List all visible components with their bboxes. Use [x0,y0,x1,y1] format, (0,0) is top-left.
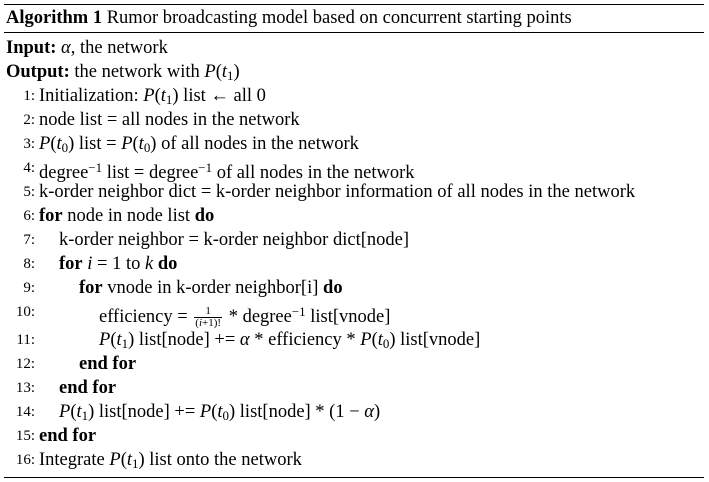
step-number: 15: [15,428,35,444]
algorithm-box: Algorithm 1 Rumor broadcasting model bas… [4,1,704,479]
step-number: 10: [15,304,35,320]
output-text: the network with P(t1) [74,62,240,84]
bottom-rule [4,477,704,478]
keyword-do: do [194,206,215,226]
loop-clause: node in node list [67,206,191,226]
loop-clause: vnode in k-order neighbor[i] [107,278,319,298]
step-number: 11: [16,332,35,348]
step-text: for i = 1 to k do [59,252,177,276]
step-text: k-order neighbor = k-order neighbor dict… [59,230,409,250]
step-number: 16: [15,452,35,468]
input-label: Input: [6,38,57,58]
loop-clause: i = 1 to k [87,254,154,274]
step-text: for vnode in k-order neighbor[i] do [79,276,343,300]
step-text: P(t1) list[node] += α * efficiency * P(t… [99,330,481,352]
algorithm-title: Algorithm 1 Rumor broadcasting model bas… [6,6,572,30]
output-label: Output: [6,62,70,82]
algorithm-label: Algorithm 1 [6,8,103,28]
keyword-end-for: end for [39,426,97,446]
step-text: efficiency = 1(i+1)! * degree−1 list[vno… [99,304,391,330]
step-text: P(t0) list = P(t0) of all nodes in the n… [39,134,359,156]
step-number: 13: [15,380,35,396]
step-text: Integrate P(t1) list onto the network [39,450,302,472]
step-text: P(t1) list[node] += P(t0) list[node] * (… [59,402,381,424]
step-number: 5: [23,184,35,200]
step-text: node list = all nodes in the network [39,110,300,130]
step-number: 4: [23,160,35,176]
algorithm-caption: Rumor broadcasting model based on concur… [106,8,572,28]
keyword-do: do [157,254,178,274]
top-rule [4,4,704,5]
step-text: Initialization: P(t1) list ← all 0 [39,86,266,108]
keyword-for: for [79,278,103,298]
keyword-for: for [39,206,63,226]
step-number: 8: [23,256,35,272]
title-rule [4,32,704,33]
step-number: 3: [23,136,35,152]
step-number: 6: [23,208,35,224]
keyword-end-for: end for [79,354,137,374]
step-text: for node in node list do [39,204,214,228]
step-number: 2: [23,112,35,128]
step-number: 1: [23,88,35,104]
keyword-end-for: end for [59,378,117,398]
fraction: 1(i+1)! [194,305,223,330]
step-text: k-order neighbor dict = k-order neighbor… [39,182,636,202]
input-text: α, the network [61,38,168,58]
step-number: 9: [23,280,35,296]
step-number: 7: [23,232,35,248]
step-number: 12: [15,356,35,372]
keyword-for: for [59,254,83,274]
keyword-do: do [323,278,343,298]
step-number: 14: [15,404,35,420]
step-text: degree−1 list = degree−1 of all nodes in… [39,160,415,183]
